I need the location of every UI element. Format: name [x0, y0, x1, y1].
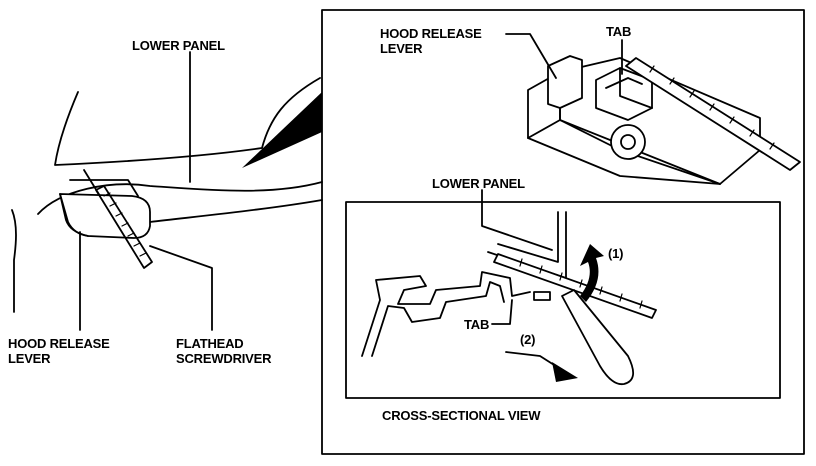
- lever-detail-illustration: [505, 33, 801, 185]
- pull-arrow-head: [552, 362, 578, 382]
- screwdriver-handle: [95, 185, 153, 269]
- tab-block-inner: [605, 77, 643, 89]
- hood-release-lever-label-line-1: HOOD RELEASE: [8, 336, 110, 351]
- section-screwdriver-shaft: [493, 253, 657, 319]
- section-lever-profile: [361, 271, 531, 357]
- detail-hood-release-lever-label: HOOD RELEASE LEVER: [380, 26, 482, 56]
- lever-recess: [69, 179, 139, 197]
- section-screwdriver-handle: [561, 289, 634, 386]
- rotation-arrow: [580, 244, 604, 302]
- cross-sectional-view-caption: CROSS-SECTIONAL VIEW: [382, 408, 541, 423]
- tab-ridge: [619, 67, 653, 109]
- cross-section-illustration: [361, 189, 657, 386]
- section-lower-panel-leader: [481, 189, 553, 251]
- detail-hood-release-lever-label-line-2: LEVER: [380, 41, 423, 56]
- detail-lever-leader: [505, 33, 557, 79]
- lever-roller: [610, 124, 646, 160]
- flathead-screwdriver-label-line-2: SCREWDRIVER: [176, 351, 272, 366]
- hood-release-lever-label-line-2: LEVER: [8, 351, 51, 366]
- section-tab-leader: [491, 299, 513, 325]
- lever-clip: [547, 55, 583, 109]
- section-tab: [533, 291, 551, 301]
- screwdriver-leader: [149, 245, 213, 331]
- lever-roller-hub: [620, 134, 636, 150]
- detail-pointer-wedge: [242, 92, 322, 168]
- detail-tab-label: TAB: [606, 24, 632, 39]
- detail-frame: [321, 9, 805, 455]
- lever-edge: [59, 193, 89, 237]
- lever-front-edge: [527, 137, 721, 185]
- flathead-screwdriver-label: FLATHEAD SCREWDRIVER: [176, 336, 272, 366]
- flathead-screwdriver-label-line-1: FLATHEAD: [176, 336, 244, 351]
- hood-release-lever-shape: [59, 193, 151, 239]
- detail-hood-release-lever-label-line-1: HOOD RELEASE: [380, 26, 482, 41]
- left-body-edge: [11, 209, 17, 313]
- cross-section-frame: [345, 201, 781, 399]
- hood-release-lever-label: HOOD RELEASE LEVER: [8, 336, 110, 366]
- section-screwdriver-hatching: [519, 258, 643, 309]
- section-lever-profile-2: [371, 281, 505, 357]
- detail-screwdriver: [625, 57, 801, 171]
- lower-trim-line-2: [149, 199, 323, 223]
- section-tab-label: TAB: [464, 317, 490, 332]
- left-overview: [11, 51, 323, 331]
- screwdriver-hatching: [103, 192, 147, 257]
- step-2-label: (2): [520, 332, 536, 347]
- detail-screwdriver-hatching: [649, 65, 775, 150]
- lower-panel-label: LOWER PANEL: [132, 38, 225, 53]
- dashboard-panel-outline: [54, 77, 321, 166]
- step-1-label: (1): [608, 246, 624, 261]
- section-lower-panel-label: LOWER PANEL: [432, 176, 525, 191]
